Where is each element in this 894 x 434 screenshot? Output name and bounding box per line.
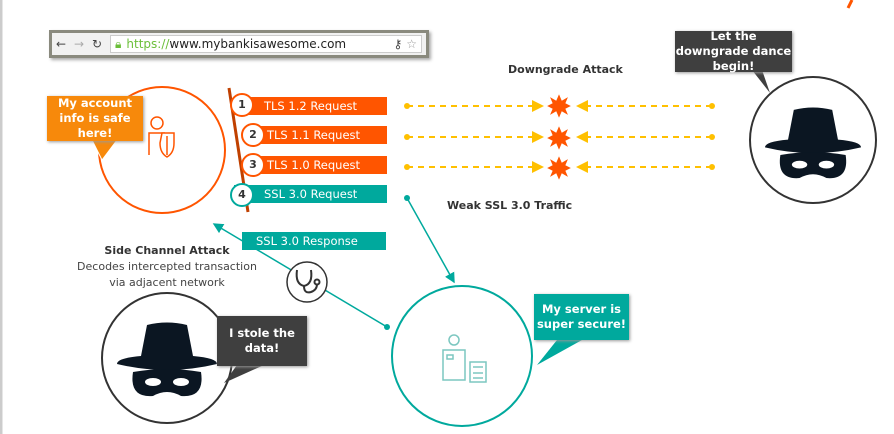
downgrade-arrows <box>404 92 715 182</box>
server-secure-bubble: My server is super secure! <box>534 294 629 340</box>
step-number-1: 1 <box>230 93 254 117</box>
url-field[interactable]: 🔒︎ https://www.mybankisawesome.com ⚷ ☆ <box>110 35 422 53</box>
step-number-2: 2 <box>241 123 265 147</box>
reload-icon[interactable]: ↻ <box>91 37 103 51</box>
weak-traffic-arrow <box>406 197 455 284</box>
step-number-3: 3 <box>241 153 265 177</box>
explosion-icon <box>545 124 573 152</box>
side-channel-desc-2: via adjacent network <box>109 276 225 289</box>
lock-icon: 🔒︎ <box>115 36 122 51</box>
browser-address-bar: ← → ↻ 🔒︎ https://www.mybankisawesome.com… <box>49 30 429 58</box>
downgrade-attack-label: Downgrade Attack <box>508 63 623 76</box>
server-user-icon <box>442 334 487 383</box>
stethoscope-icon <box>295 269 321 294</box>
stethoscope-circle <box>286 261 328 303</box>
stole-data-bubble: I stole the data! <box>217 316 307 366</box>
side-channel-title: Side Channel Attack <box>104 244 230 257</box>
request-bar-tls11: TLS 1.1 Request <box>245 126 387 144</box>
request-bar-tls12: TLS 1.2 Request <box>234 97 387 115</box>
star-icon[interactable]: ☆ <box>406 37 417 51</box>
side-channel-text: Side Channel Attack Decodes intercepted … <box>72 243 262 291</box>
server-circle <box>391 285 533 427</box>
back-icon[interactable]: ← <box>55 37 67 51</box>
account-safe-bubble: My account info is safe here! <box>47 96 143 141</box>
forward-icon[interactable]: → <box>73 37 85 51</box>
request-bar-tls10: TLS 1.0 Request <box>245 156 387 174</box>
explosion-icon <box>545 92 573 120</box>
side-channel-desc-1: Decodes intercepted transaction <box>77 260 257 273</box>
url-scheme: https:// <box>126 37 170 51</box>
explosion-icon <box>545 154 573 182</box>
downgrade-bubble: Let the downgrade dance begin! <box>675 29 792 73</box>
url-host: www.mybankisawesome.com <box>169 37 347 51</box>
response-bar-ssl30: SSL 3.0 Response <box>242 232 386 250</box>
request-bar-ssl30: SSL 3.0 Request <box>234 185 387 203</box>
weak-traffic-label: Weak SSL 3.0 Traffic <box>447 199 573 212</box>
step-number-4: 4 <box>230 183 254 207</box>
decor-slash <box>846 0 854 9</box>
key-icon[interactable]: ⚷ <box>393 37 403 51</box>
user-shield-icon <box>148 116 175 158</box>
